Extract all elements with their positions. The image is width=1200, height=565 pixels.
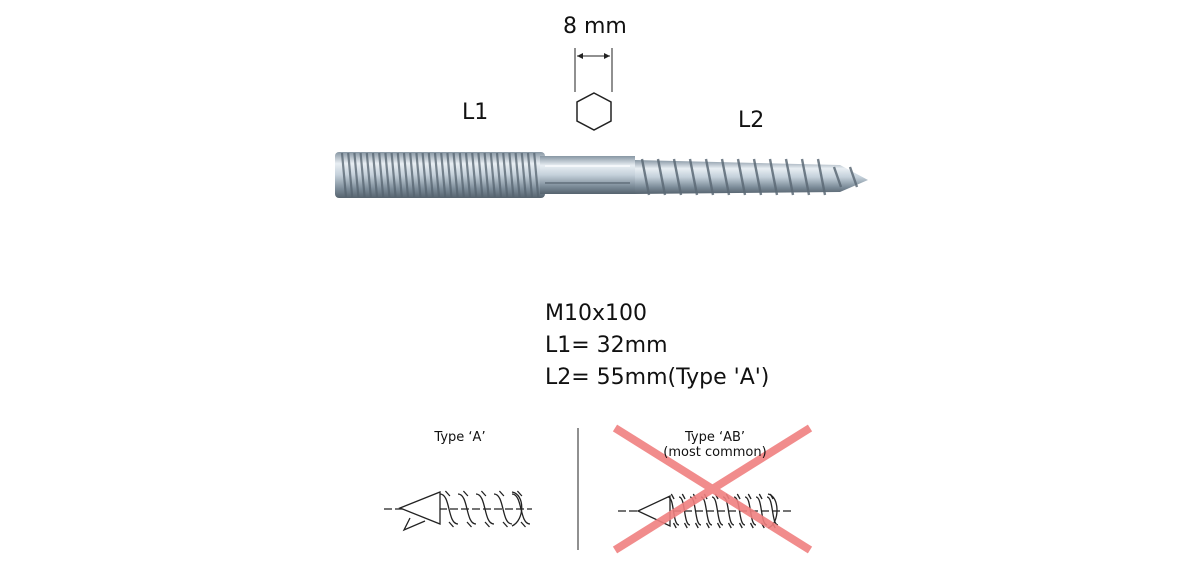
spec-l2: L2= 55mm (545, 365, 668, 390)
hanger-bolt (335, 152, 868, 198)
specifications-block: M10x100 L1= 32mm L2= 55mm(Type 'A') (545, 298, 769, 394)
type-ab-title: Type ‘AB’ (684, 430, 746, 445)
spec-l2-note: (Type 'A') (667, 365, 770, 390)
type-a-caption: Type ‘A’ (410, 430, 510, 445)
l1-label: L1 (462, 100, 489, 125)
hexagon-icon (576, 92, 612, 131)
spec-l1: L1= 32mm (545, 333, 668, 358)
l2-label: L2 (738, 108, 765, 133)
type-a-title: Type ‘A’ (434, 430, 486, 445)
type-ab-caption: Type ‘AB’ (most common) (640, 430, 790, 460)
crossed-out-mark (612, 424, 813, 554)
spec-l2-row: L2= 55mm(Type 'A') (545, 362, 769, 394)
hex-width-label: 8 mm (563, 14, 627, 39)
type-ab-subtitle: (most common) (663, 445, 767, 460)
spec-size: M10x100 (545, 301, 647, 326)
type-a-screw-drawing (384, 490, 532, 532)
hex-dimension (574, 48, 613, 92)
